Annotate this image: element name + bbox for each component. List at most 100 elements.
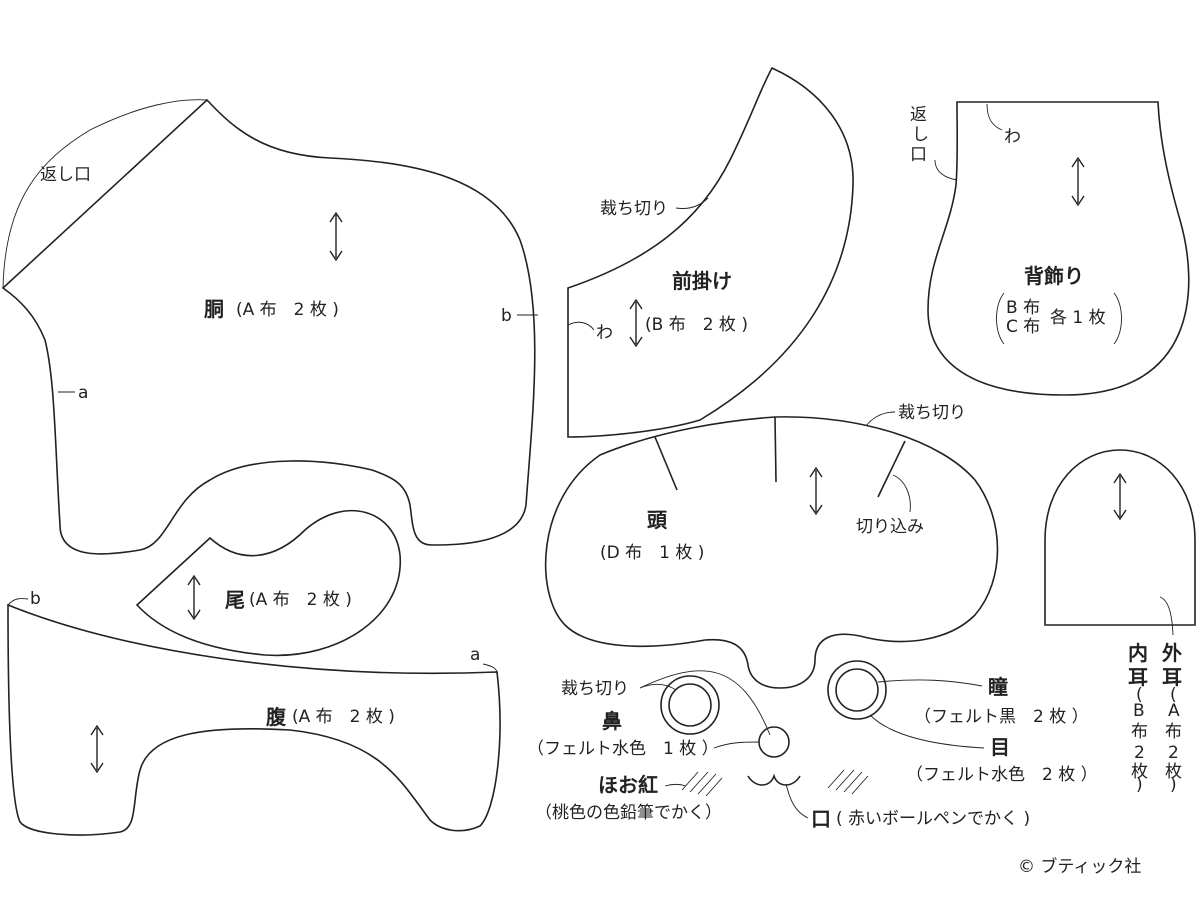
outer-ear-name-2: 耳: [1162, 665, 1182, 689]
pupil-name: 瞳: [988, 675, 1008, 699]
face-details: 裁ち切り 瞳 （フェルト黒 2 枚 ） 目 （フェルト水色 2 枚 ） 鼻 （フ…: [527, 660, 1098, 831]
grain-arrow-icon: [629, 298, 643, 348]
outer-ear-spec-4: 枚: [1165, 762, 1182, 782]
belly-piece: 腹 (A 布 2 枚 ) b a: [7, 589, 501, 836]
front-outline: [567, 66, 854, 438]
inner-ear-label: 内 耳 ( B 布 2 枚 ): [1128, 641, 1148, 795]
grain-arrow-icon: [187, 574, 201, 621]
body-outline: [1, 98, 536, 555]
inner-ear-name-2: 耳: [1128, 665, 1148, 689]
outer-ear-spec-2: 布: [1165, 722, 1182, 742]
body-mark-b: b: [501, 306, 512, 326]
head-slit-3: [877, 440, 906, 498]
left-eye-outer: [660, 675, 720, 735]
outer-ear-spec-5: ): [1170, 775, 1177, 795]
belly-mark-b-leader: [7, 598, 29, 606]
inner-ear-name-1: 内: [1128, 641, 1148, 665]
head-outline: [544, 416, 999, 689]
belly-mark-a-leader: [482, 663, 498, 673]
belly-spec: (A 布 2 枚 ): [292, 707, 395, 727]
belly-mark-b: b: [30, 589, 41, 609]
outer-ear-spec-3: 2: [1168, 743, 1179, 763]
nose-circle: [758, 726, 790, 758]
ear-piece: [1044, 449, 1196, 636]
outer-ear-label: 外 耳 ( A 布 2 枚 ): [1162, 641, 1182, 795]
belly-name: 腹: [266, 705, 287, 729]
front-spec: (B 布 2 枚 ): [645, 315, 748, 335]
outer-ear-spec-0: (: [1170, 685, 1177, 705]
outer-ear-name-1: 外: [1162, 641, 1182, 665]
nose-name: 鼻: [602, 709, 622, 733]
mouth-spec: ( 赤いボールペンでかく ): [836, 809, 1030, 829]
inner-ear-spec-0: (: [1136, 685, 1143, 705]
inner-ear-spec-5: ): [1136, 775, 1143, 795]
cheek-hatch-right: [827, 769, 869, 795]
back-deco-opening-2: し: [912, 125, 929, 145]
head-slit-leader: [892, 474, 911, 513]
body-spec: (A 布 2 枚 ): [236, 300, 339, 320]
eye-cut-label: 裁ち切り: [561, 679, 629, 699]
back-deco-opening-3: 口: [910, 145, 927, 165]
cheek-hatch-left: [681, 771, 723, 797]
front-fold-leader: [567, 321, 595, 331]
body-opening-leader: [2, 99, 208, 289]
tail-spec: (A 布 2 枚 ): [249, 590, 352, 610]
tail-outline: [135, 509, 401, 657]
back-deco-spec-count: 各 1 枚: [1050, 308, 1106, 328]
grain-arrow-icon: [1113, 472, 1127, 521]
mouth-leader: [785, 783, 809, 819]
tail-name: 尾: [225, 588, 245, 612]
back-deco-piece: 返 し 口 わ 背飾り B 布 C 布 各 1 枚: [910, 101, 1190, 396]
back-deco-spec-b: B 布: [1006, 298, 1040, 318]
body-opening-label: 返し口: [40, 165, 91, 185]
tail-piece: 尾 (A 布 2 枚 ): [135, 509, 401, 657]
pupil-spec: （フェルト黒 2 枚 ）: [914, 707, 1089, 727]
grain-arrow-icon: [809, 466, 823, 516]
cheek-name: ほお紅: [598, 773, 658, 797]
ear-outline: [1044, 449, 1196, 626]
grain-arrow-icon: [90, 724, 104, 774]
head-cut-leader: [865, 411, 896, 427]
body-name: 胴: [203, 297, 224, 321]
ear-leader: [1159, 596, 1174, 636]
right-eye-inner: [835, 668, 879, 712]
body-mark-a: a: [78, 383, 88, 403]
right-eye-outer: [827, 660, 887, 720]
nose-spec: （フェルト水色 1 枚 ）: [527, 739, 719, 759]
back-deco-fold-leader: [986, 103, 1003, 131]
pupil-leader: [877, 679, 983, 687]
head-spec: (D 布 1 枚 ): [600, 543, 704, 563]
head-slit-2: [774, 416, 777, 483]
nose-leader: [713, 741, 760, 749]
body-piece: 返し口 胴 (A 布 2 枚 ) a b: [1, 98, 538, 555]
mouth-name: 口: [811, 807, 831, 831]
front-cut-leader: [675, 197, 709, 209]
back-deco-opening-leader: [934, 159, 958, 181]
back-deco-left-bracket: [996, 292, 1005, 345]
back-deco-fold-label: わ: [1004, 127, 1021, 147]
inner-ear-spec-4: 枚: [1131, 762, 1148, 782]
belly-mark-a: a: [470, 645, 480, 665]
mouth-curve: [747, 773, 801, 786]
eye-leader: [869, 714, 985, 749]
head-cut-label: 裁ち切り: [898, 403, 966, 423]
head-piece: 裁ち切り 切り込み 頭 (D 布 1 枚 ): [544, 403, 999, 689]
eye-spec: （フェルト水色 2 枚 ）: [906, 765, 1098, 785]
cheek-spec: （桃色の色鉛筆でかく）: [535, 803, 722, 823]
inner-ear-spec-1: B: [1133, 701, 1145, 721]
back-deco-opening-1: 返: [910, 105, 927, 125]
front-cut-label: 裁ち切り: [600, 199, 668, 219]
grain-arrow-icon: [1071, 156, 1085, 207]
inner-ear-spec-2: 布: [1131, 722, 1148, 742]
back-deco-spec-c: C 布: [1006, 317, 1040, 337]
front-name: 前掛け: [672, 269, 732, 293]
front-piece: 裁ち切り わ 前掛け (B 布 2 枚 ): [567, 66, 854, 438]
cheek-leader: [664, 784, 687, 787]
left-eye-inner: [668, 683, 712, 727]
head-slit-label: 切り込み: [856, 517, 924, 537]
front-fold-label: わ: [596, 323, 613, 343]
head-name: 頭: [647, 508, 668, 532]
belly-outline: [7, 603, 501, 836]
outer-ear-spec-1: A: [1168, 701, 1180, 721]
